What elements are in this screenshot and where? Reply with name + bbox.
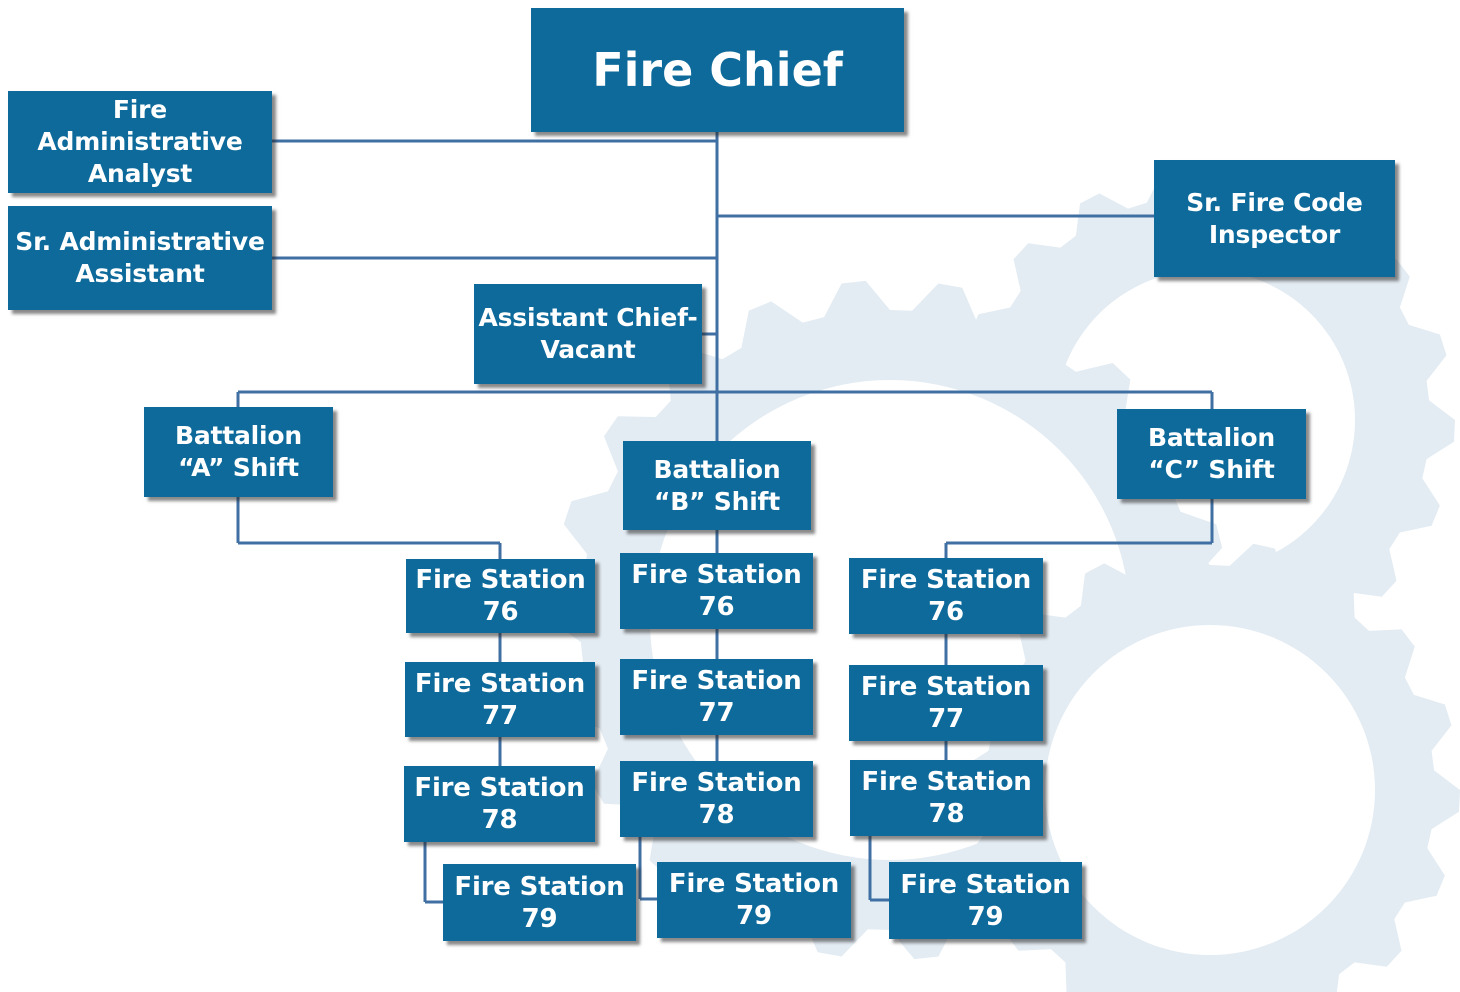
fire-chief-box: Fire Chief (531, 8, 904, 132)
a-fire-station-76: Fire Station 76 (406, 559, 595, 633)
a-fire-station-79: Fire Station 79 (443, 864, 636, 941)
c-fire-station-78: Fire Station 78 (850, 760, 1043, 836)
b-fire-station-78: Fire Station 78 (620, 761, 813, 837)
b-fire-station-79: Fire Station 79 (657, 862, 851, 938)
a-fire-station-77: Fire Station 77 (405, 662, 595, 737)
admin-analyst-box: Fire Administrative Analyst (8, 91, 272, 193)
b-fire-station-76: Fire Station 76 (620, 553, 813, 629)
battalion-c-box: Battalion “C” Shift (1117, 409, 1306, 499)
admin-assistant-box: Sr. Administrative Assistant (8, 206, 272, 310)
c-fire-station-77: Fire Station 77 (849, 665, 1043, 741)
a-fire-station-78: Fire Station 78 (404, 766, 595, 842)
fire-code-inspector-box: Sr. Fire Code Inspector (1154, 160, 1395, 277)
watermark-gear-hole (1045, 625, 1375, 955)
assistant-chief-box: Assistant Chief- Vacant (474, 284, 702, 384)
c-fire-station-79: Fire Station 79 (889, 862, 1082, 939)
b-fire-station-77: Fire Station 77 (620, 659, 813, 735)
battalion-b-box: Battalion “B” Shift (623, 441, 811, 530)
c-fire-station-76: Fire Station 76 (849, 558, 1043, 634)
battalion-a-box: Battalion “A” Shift (144, 407, 333, 497)
